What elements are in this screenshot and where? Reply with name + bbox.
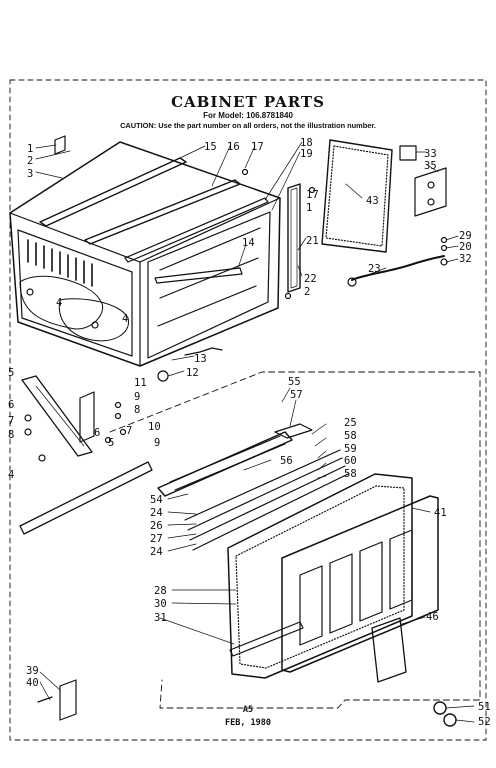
callout: 56 <box>280 455 293 467</box>
side-channel <box>287 183 301 293</box>
callout: 46 <box>426 611 439 623</box>
callout: 17 <box>251 141 264 153</box>
callout: 20 <box>459 241 472 253</box>
callout: 18 <box>300 137 313 149</box>
inner-dashed-box <box>109 371 481 709</box>
callout: 17 <box>306 189 319 201</box>
callout: 4 <box>122 313 128 325</box>
callout: 2 <box>304 286 310 298</box>
callout: 59 <box>344 443 357 455</box>
filter-panel <box>321 139 393 253</box>
callout: 28 <box>154 585 167 597</box>
callout: 13 <box>194 353 207 365</box>
callout: 58 <box>344 430 357 442</box>
callout: 1 <box>27 143 33 155</box>
callout: 11 <box>134 377 147 389</box>
diagram-title: CABINET PARTS <box>171 93 325 111</box>
callout: 2 <box>27 155 33 167</box>
callout: 16 <box>227 141 240 153</box>
power-cord <box>347 236 448 287</box>
mount-bracket <box>37 679 77 721</box>
callout: 40 <box>26 677 39 689</box>
caution-note: CAUTION: Use the part number on all orde… <box>120 121 376 130</box>
callout: 55 <box>288 376 301 388</box>
page-number: A5 <box>242 705 254 715</box>
model-number: For Model: 106.8781840 <box>203 111 293 120</box>
callout-labels: 1 2 3 4 4 15 16 17 18 19 43 33 35 14 17 … <box>8 137 491 728</box>
callout: 32 <box>459 253 472 265</box>
callout: 14 <box>242 237 255 249</box>
top-rails <box>39 135 269 284</box>
left-brackets <box>19 375 153 535</box>
grille-frame <box>227 473 413 679</box>
bottom-strip <box>229 621 304 657</box>
callout: 24 <box>150 507 163 519</box>
callout: 26 <box>150 520 163 532</box>
callout: 27 <box>150 533 163 545</box>
knob-bracket <box>399 145 447 217</box>
callout: 58 <box>344 468 357 480</box>
callout: 31 <box>154 612 167 624</box>
callout: 33 <box>424 148 437 160</box>
callout: 8 <box>8 429 14 441</box>
callout: 52 <box>478 716 491 728</box>
callout: 12 <box>186 367 199 379</box>
callout: 1 <box>306 202 312 214</box>
callout: 43 <box>366 195 379 207</box>
hardware <box>157 168 316 382</box>
callout: 4 <box>56 297 62 309</box>
callout: 7 <box>8 415 14 427</box>
callout: 9 <box>134 391 140 403</box>
callout: 15 <box>204 141 217 153</box>
callout: 5 <box>8 367 14 379</box>
callout: 29 <box>459 230 472 242</box>
callout: 54 <box>150 494 163 506</box>
callout: 5 <box>108 437 114 449</box>
publication-date: FEB, 1980 <box>224 718 272 728</box>
callout: 24 <box>150 546 163 558</box>
callout: 10 <box>148 421 161 433</box>
callout: 9 <box>154 437 160 449</box>
callout: 39 <box>26 665 39 677</box>
callout: 6 <box>94 427 100 439</box>
callout: 30 <box>154 598 167 610</box>
callout: 4 <box>8 469 14 481</box>
callout: 22 <box>304 273 317 285</box>
callout: 57 <box>290 389 303 401</box>
callout: 35 <box>424 160 437 172</box>
front-grille <box>281 495 439 673</box>
cabinet-shell <box>9 141 281 367</box>
callout: 8 <box>134 404 140 416</box>
callout: 3 <box>27 168 33 180</box>
callout: 41 <box>434 507 447 519</box>
callout: 21 <box>306 235 319 247</box>
callout: 51 <box>478 701 491 713</box>
outer-dashed-border <box>9 79 487 741</box>
callout: 7 <box>126 425 132 437</box>
callout: 23 <box>368 263 381 275</box>
access-panel <box>371 617 407 683</box>
callout: 19 <box>300 148 313 160</box>
callout: 25 <box>344 417 357 429</box>
leader-lines <box>35 141 475 723</box>
callout: 6 <box>8 399 14 411</box>
louver-assembly <box>157 423 349 551</box>
callout: 60 <box>344 455 357 467</box>
